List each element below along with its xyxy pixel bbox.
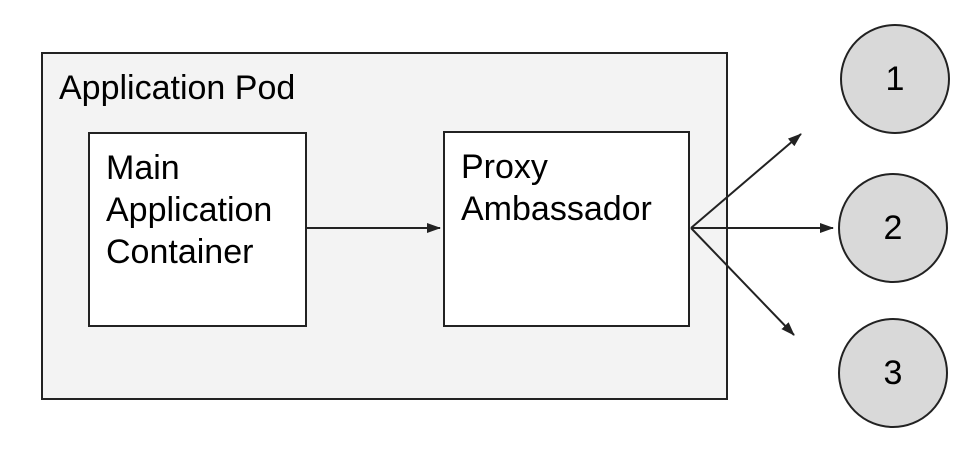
proxy-ambassador-label: Proxy Ambassador bbox=[461, 148, 652, 229]
application-pod-label: Application Pod bbox=[59, 69, 296, 107]
endpoint-node-3: 3 bbox=[838, 318, 948, 428]
main-application-container-node: Main Application Container bbox=[88, 132, 307, 327]
endpoint-label-3: 3 bbox=[883, 353, 903, 392]
main-application-container-label: Main Application Container bbox=[106, 149, 273, 272]
endpoint-node-2: 2 bbox=[838, 173, 948, 283]
endpoint-node-1: 1 bbox=[840, 24, 950, 134]
endpoint-label-1: 1 bbox=[885, 59, 905, 98]
proxy-ambassador-node: Proxy Ambassador bbox=[443, 131, 690, 327]
endpoint-label-2: 2 bbox=[883, 208, 903, 247]
